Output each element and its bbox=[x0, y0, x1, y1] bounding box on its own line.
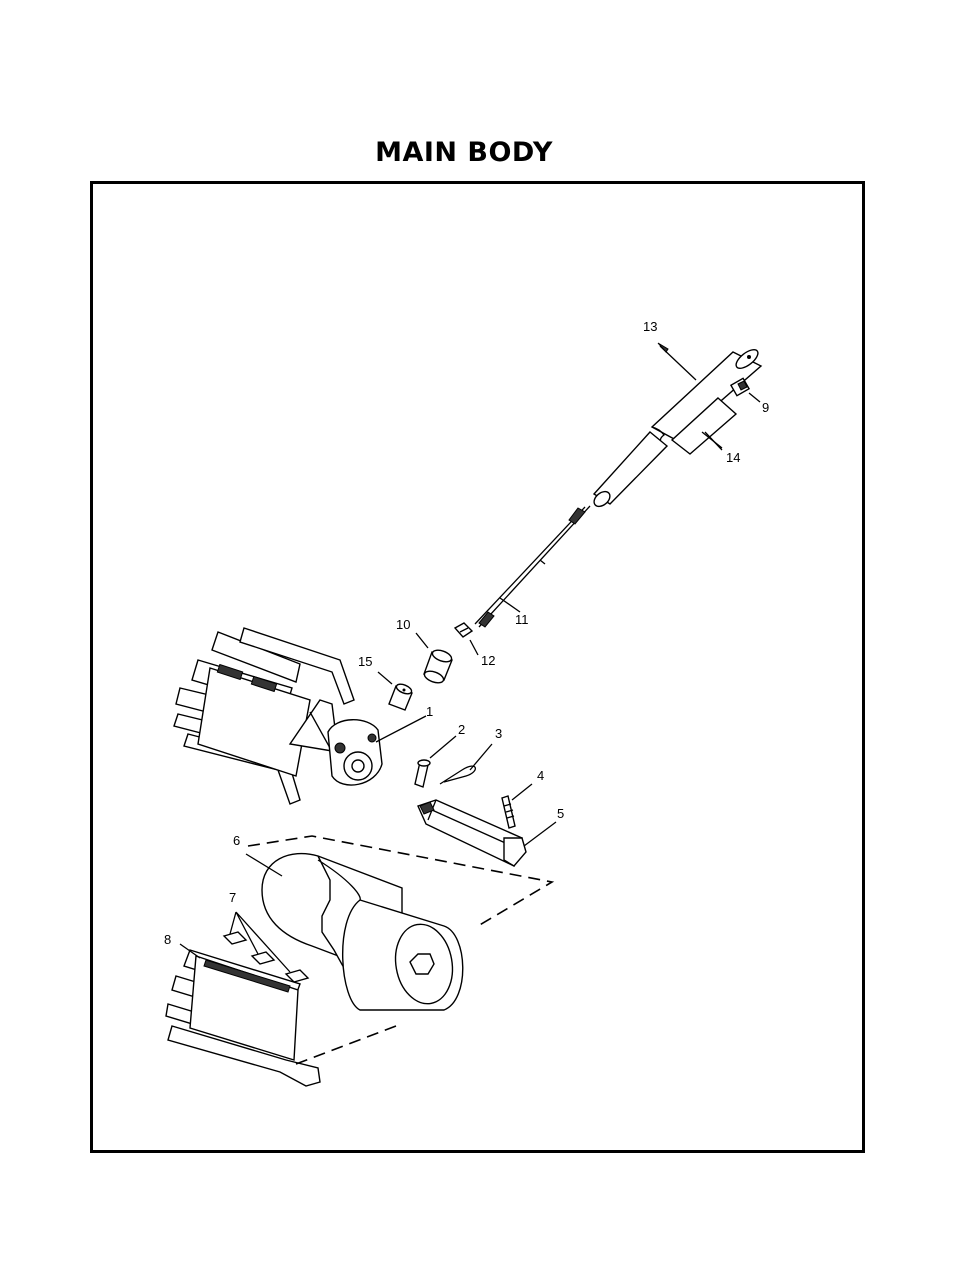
end-cap bbox=[729, 377, 761, 403]
clevis-pin bbox=[414, 735, 457, 788]
page-title: MAIN BODY bbox=[375, 137, 553, 168]
callout-12: 12 bbox=[481, 653, 495, 668]
callout-15: 15 bbox=[358, 654, 372, 669]
pads bbox=[222, 911, 310, 983]
callout-13: 13 bbox=[643, 319, 657, 334]
mounting-bracket bbox=[417, 799, 557, 867]
callout-1: 1 bbox=[426, 704, 433, 719]
callout-9: 9 bbox=[762, 400, 769, 415]
spring-pin bbox=[501, 783, 533, 829]
callout-4: 4 bbox=[537, 768, 544, 783]
sleeve bbox=[415, 632, 453, 684]
hairpin-clip bbox=[439, 743, 493, 785]
bushing bbox=[377, 671, 413, 711]
coupler bbox=[453, 622, 479, 656]
handle-tube-upper bbox=[650, 349, 763, 446]
paddle-shell bbox=[165, 943, 321, 1087]
brush-head-assembly bbox=[173, 627, 427, 805]
callout-3: 3 bbox=[495, 726, 502, 741]
handle-tube-lower bbox=[592, 431, 669, 508]
callout-14: 14 bbox=[726, 450, 740, 465]
assembly-line-upper bbox=[247, 835, 555, 927]
callout-6: 6 bbox=[233, 833, 240, 848]
assembly-line-lower bbox=[295, 1025, 397, 1065]
drum-core bbox=[245, 852, 464, 1011]
drive-shaft bbox=[474, 505, 591, 628]
leader-14 bbox=[701, 431, 723, 449]
callout-10: 10 bbox=[396, 617, 410, 632]
callout-11: 11 bbox=[515, 612, 529, 627]
callout-5: 5 bbox=[557, 806, 564, 821]
callout-2: 2 bbox=[458, 722, 465, 737]
callout-8: 8 bbox=[164, 932, 171, 947]
callout-7: 7 bbox=[229, 890, 236, 905]
